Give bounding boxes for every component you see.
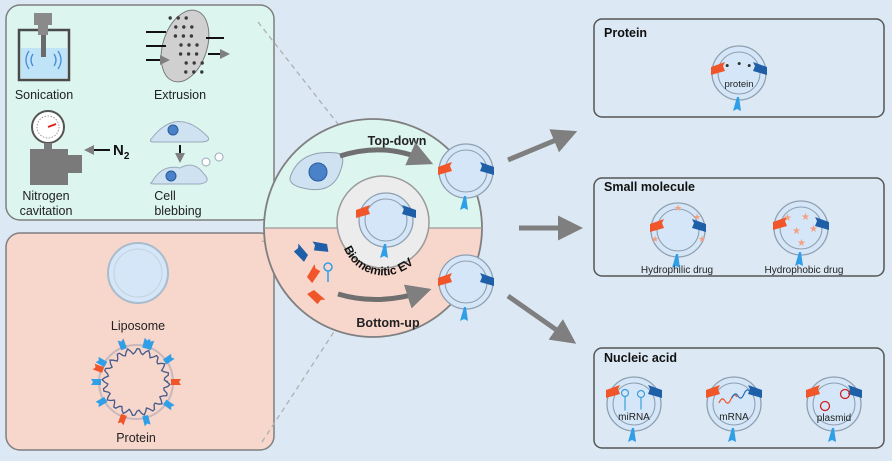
membrane-protein: [92, 363, 105, 373]
membrane-pore: [181, 34, 186, 38]
small-molecule-title: Small molecule: [604, 180, 695, 194]
mirna-icon: [620, 388, 646, 411]
n2-label: N2: [113, 142, 130, 162]
svg-text:★: ★: [797, 238, 806, 249]
bottom-up-ev: [438, 254, 494, 321]
mrna-icon: [718, 389, 751, 404]
bottom-up-label: Bottom-up: [356, 316, 420, 330]
source-cell-icon: [289, 151, 344, 191]
membrane-pore: [186, 52, 191, 56]
svg-text:★: ★: [783, 213, 792, 224]
mrna-label: mRNA: [719, 412, 749, 423]
membrane-pore: [184, 16, 188, 20]
bottom-up-arrow: [337, 284, 432, 309]
sonication-label: Sonication: [15, 88, 73, 102]
protein-label: Protein: [116, 431, 156, 445]
svg-text:★: ★: [674, 203, 682, 213]
membrane-protein: [117, 338, 127, 351]
svg-text:★: ★: [693, 212, 701, 222]
membrane-protein: [142, 414, 151, 427]
free-proteins-icon: [291, 239, 333, 307]
membrane-pore: [179, 43, 183, 47]
hydrophilic-drug-icon: ★ ★ ★ ★: [651, 203, 706, 244]
membrane-protein: [145, 338, 155, 351]
membrane-pore: [184, 61, 188, 65]
membrane-pore: [200, 61, 204, 65]
membrane-pore: [195, 43, 199, 47]
membrane-protein: [171, 379, 181, 385]
top-down-label: Top-down: [368, 134, 427, 148]
membrane-protein: [91, 379, 101, 385]
membrane-pore: [174, 25, 178, 29]
cell-blebbing-icon: [149, 121, 224, 185]
top-down-arrow: [339, 142, 434, 166]
hydrophobic-drug-label: Hydrophobic drug: [765, 265, 844, 276]
membrane-pore: [200, 70, 204, 74]
membrane-pore: [192, 70, 196, 74]
plasmid-icon: [819, 388, 851, 412]
svg-text:ꔷ: ꔷ: [725, 61, 729, 71]
pressure-gauge-icon: [30, 110, 110, 185]
membrane-pore: [176, 16, 180, 20]
liposome-label: Liposome: [111, 319, 165, 333]
membrane-pore: [192, 61, 196, 65]
membrane-protein: [162, 399, 175, 411]
plasmid-label: plasmid: [817, 413, 851, 424]
proteoliposome-icon: [91, 337, 181, 427]
mirna-label: miRNA: [618, 412, 650, 423]
svg-text:★: ★: [698, 234, 706, 244]
membrane-protein: [95, 356, 108, 368]
sonication-icon: [17, 13, 71, 82]
nucleic-acid-title: Nucleic acid: [604, 351, 677, 365]
membrane-pore: [168, 16, 172, 20]
hydrophobic-drug-icon: ★★★★★: [783, 212, 818, 249]
membrane-pore: [190, 25, 194, 29]
extrusion-icon: [146, 9, 226, 83]
svg-text:★: ★: [809, 224, 818, 235]
hydrophilic-drug-label: Hydrophilic drug: [641, 265, 713, 276]
extrusion-label: Extrusion: [154, 88, 206, 102]
center-circle: Top-down Bottom-up: [263, 118, 494, 338]
membrane-protein: [117, 413, 127, 426]
svg-text:ꔷ: ꔷ: [737, 59, 741, 69]
protein-cargo-label: protein: [724, 79, 753, 90]
small-molecule-panel: Small molecule ★★★★ Hydrophilic drug ★★★…: [593, 177, 885, 277]
membrane-pore: [189, 34, 194, 38]
membrane-pore: [194, 52, 199, 56]
membrane-pore: [184, 70, 188, 74]
membrane-pore: [173, 34, 178, 38]
membrane-pore: [182, 25, 186, 29]
membrane-protein: [162, 353, 175, 365]
membrane-pore: [178, 52, 183, 56]
svg-text:★: ★: [801, 212, 810, 223]
bottom-up-components-panel: Liposome Protein: [5, 232, 275, 451]
svg-text:★: ★: [651, 234, 659, 244]
svg-text:★: ★: [792, 226, 801, 237]
protein-cargo-title: Protein: [604, 26, 647, 40]
nucleic-acid-panel: Nucleic acid miRNA mRNA: [593, 347, 885, 449]
membrane-protein: [95, 396, 108, 408]
liposome-icon: [107, 242, 169, 304]
membrane-pore: [187, 43, 191, 47]
svg-text:ꔷ: ꔷ: [747, 61, 751, 71]
cargo-arrows: [506, 129, 583, 344]
